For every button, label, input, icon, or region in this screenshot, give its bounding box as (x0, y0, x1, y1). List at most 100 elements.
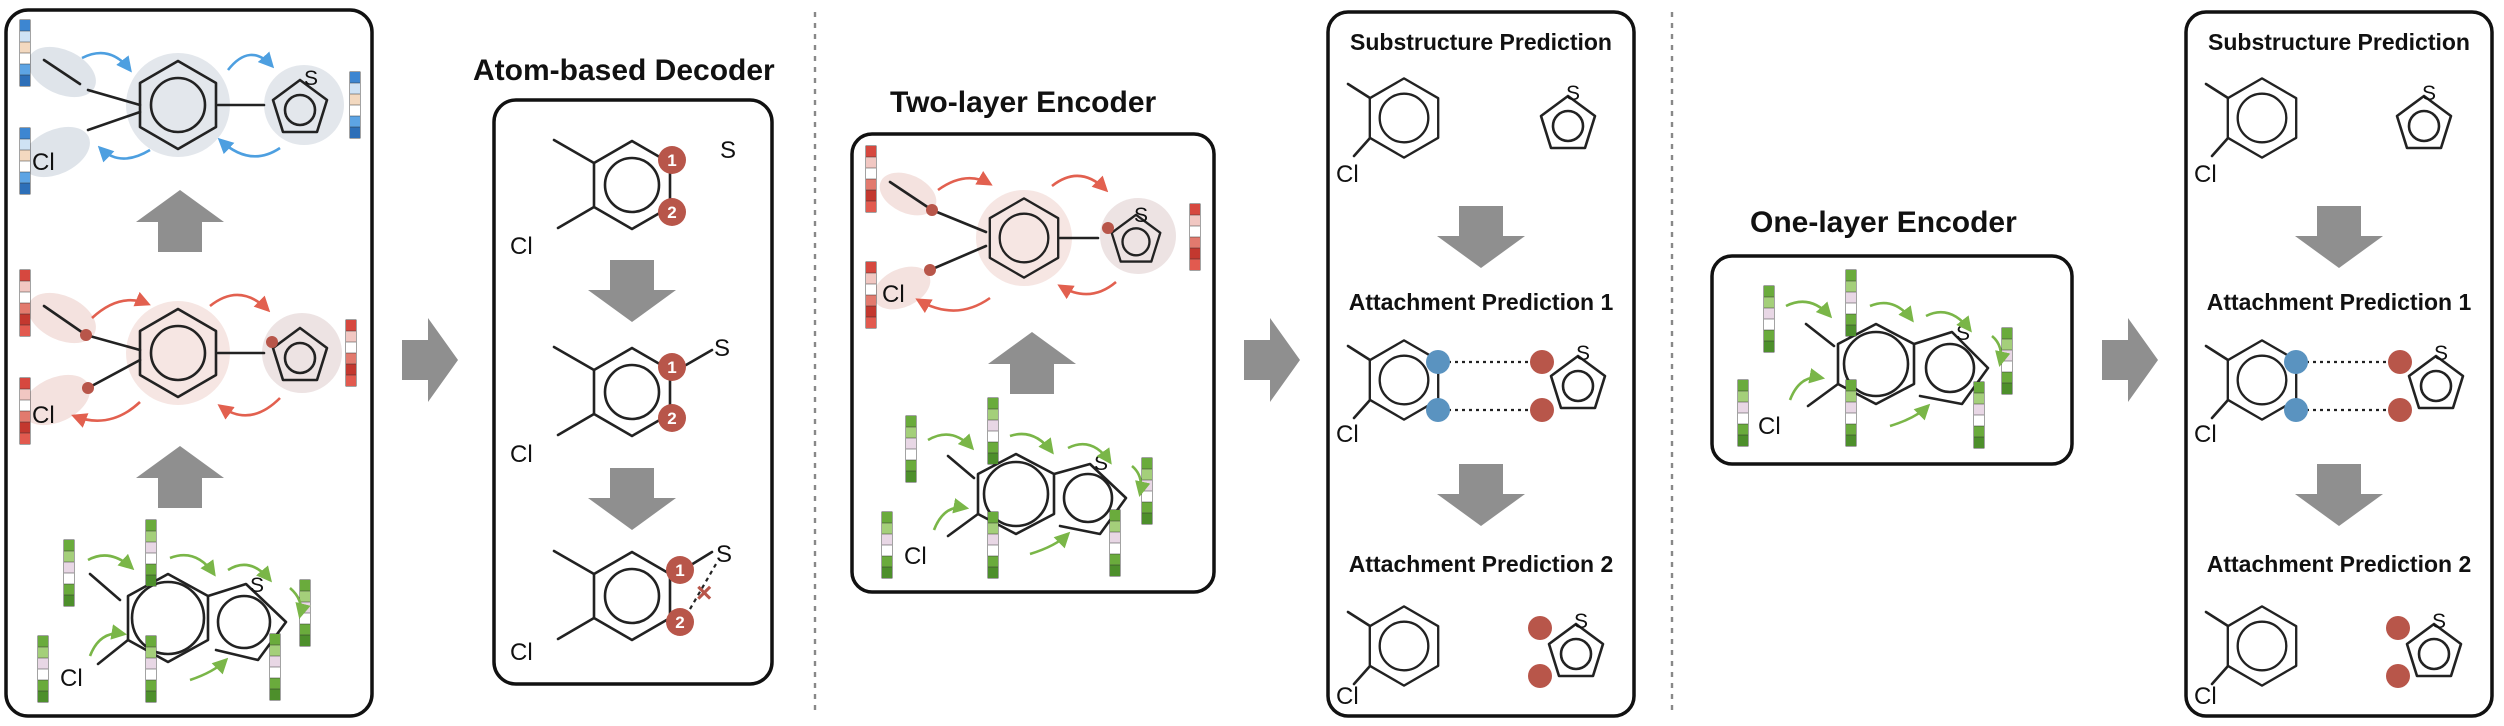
panel-one-layer-encoder: One-layer Encoder S Cl (1710, 206, 2074, 466)
thiophene-s-label: S (1566, 82, 1580, 105)
step-label-attachment-1: Attachment Prediction 1 (2207, 289, 2472, 315)
attachment-layer: Cl (19, 269, 357, 445)
attachment-atom-2 (658, 198, 686, 226)
feature-vector-green (1763, 285, 1775, 353)
feature-vector-green (1845, 379, 1857, 447)
red-attachment-atom (1530, 398, 1554, 422)
substructure-layer: S Cl (19, 19, 361, 195)
feature-vector-red (1189, 203, 1201, 271)
s-label: S (714, 335, 730, 362)
attachment-atom-2 (666, 608, 694, 636)
attachment-atom-2 (658, 404, 686, 432)
panel-title-atom-based-decoder: Atom-based Decoder (473, 54, 775, 87)
feature-vector-green (2001, 327, 2013, 395)
blue-attachment-atom (2284, 350, 2308, 374)
panel-hierarchical-encoder: S Cl Cl (4, 8, 374, 718)
step-label-attachment-1: Attachment Prediction 1 (1349, 289, 1614, 315)
cl-label: Cl (32, 149, 55, 176)
thiophene-s-label: S (1134, 204, 1148, 227)
feature-vector-blue (349, 71, 361, 139)
decoder-step-1: Cl S 1 2 (510, 137, 736, 260)
step-label-substructure: Substructure Prediction (1350, 29, 1612, 55)
cl-label: Cl (60, 665, 83, 692)
right-arrow (1244, 318, 1300, 402)
feature-vector-blue (19, 19, 31, 87)
cl-label: Cl (32, 402, 55, 429)
attachment-pair-1: Cl S (1336, 339, 1607, 448)
feature-vector-green (145, 635, 157, 703)
panel-predictions-one-layer: Substructure Prediction Cl S Attachment … (2184, 10, 2494, 718)
cl-label: Cl (510, 441, 533, 468)
decoder-step-3: Cl S × 1 2 (510, 541, 732, 666)
feature-vector-red (345, 319, 357, 387)
attachment-layer: S Cl (865, 145, 1201, 329)
feature-vector-red (19, 377, 31, 445)
cl-label: Cl (2194, 421, 2217, 448)
atom-layer: S Cl (1737, 269, 2013, 449)
right-arrow (402, 318, 458, 402)
feature-vector-green (1737, 379, 1749, 447)
substructure-pair: Cl S (1336, 77, 1597, 188)
attachment-atom-1 (666, 556, 694, 584)
red-attachment-atom (2388, 398, 2412, 422)
blue-attachment-atom (1426, 350, 1450, 374)
feature-vector-blue (19, 127, 31, 195)
feature-vector-green (269, 633, 281, 701)
feature-vector-green (987, 397, 999, 465)
panel-title-two-layer-encoder: Two-layer Encoder (890, 86, 1157, 119)
s-label: S (720, 137, 736, 164)
red-attachment-atom (1530, 350, 1554, 374)
cl-label: Cl (1758, 413, 1781, 440)
red-attachment-atom (2386, 664, 2410, 688)
cl-label: Cl (2194, 683, 2217, 710)
panel-predictions-two-layer: Substructure Prediction Cl S Attachment … (1326, 10, 1636, 718)
decoder-step-2: Cl S 1 2 (510, 335, 730, 468)
cl-label: Cl (2194, 161, 2217, 188)
feature-vector-green (1845, 269, 1857, 337)
blue-attachment-atom (1426, 398, 1450, 422)
attachment-pair-2: Cl S (1336, 605, 1605, 710)
attachment-atom-number: 1 (667, 358, 676, 377)
feature-vector-green (145, 519, 157, 587)
red-attachment-atom (2386, 616, 2410, 640)
cl-label: Cl (1336, 683, 1359, 710)
cl-label: Cl (510, 233, 533, 260)
feature-vector-green (881, 511, 893, 579)
attachment-pair-2: Cl S (2194, 605, 2463, 710)
thiophene-s-label: S (304, 67, 318, 90)
feature-vector-red (865, 261, 877, 329)
thiophene-s-label: S (1574, 610, 1588, 633)
step-label-attachment-2: Attachment Prediction 2 (1349, 551, 1614, 577)
feature-vector-red (19, 269, 31, 337)
panel-atom-based-decoder: Atom-based Decoder Cl S 1 2 Cl S 1 2 (473, 54, 775, 686)
cl-label: Cl (1336, 421, 1359, 448)
thiophene-s-label: S (1576, 342, 1590, 365)
cl-label: Cl (882, 281, 905, 308)
right-arrow (2102, 318, 2158, 402)
feature-vector-green (1973, 381, 1985, 449)
substructure-pair: Cl S (2194, 77, 2453, 188)
attachment-atom-number: 2 (667, 203, 676, 222)
cl-label: Cl (1336, 161, 1359, 188)
feature-vector-green (1141, 457, 1153, 525)
attachment-pair-1: Cl S (2194, 339, 2465, 448)
step-label-attachment-2: Attachment Prediction 2 (2207, 551, 2472, 577)
red-attachment-atom (1528, 616, 1552, 640)
s-label: S (716, 541, 732, 568)
attachment-atom-number: 1 (675, 561, 684, 580)
blue-attachment-atom (2284, 398, 2308, 422)
thiophene-s-label: S (250, 574, 264, 597)
cl-label: Cl (904, 543, 927, 570)
thiophene-s-label: S (2434, 342, 2448, 365)
attachment-atom-number: 1 (667, 151, 676, 170)
feature-vector-red (865, 145, 877, 213)
attachment-atom-1 (658, 353, 686, 381)
feature-vector-green (37, 635, 49, 703)
panel-title-one-layer-encoder: One-layer Encoder (1750, 206, 2017, 239)
attachment-atom-1 (658, 146, 686, 174)
atom-layer: S Cl (881, 397, 1153, 579)
cl-label: Cl (510, 639, 533, 666)
step-label-substructure: Substructure Prediction (2208, 29, 2470, 55)
feature-vector-green (987, 511, 999, 579)
